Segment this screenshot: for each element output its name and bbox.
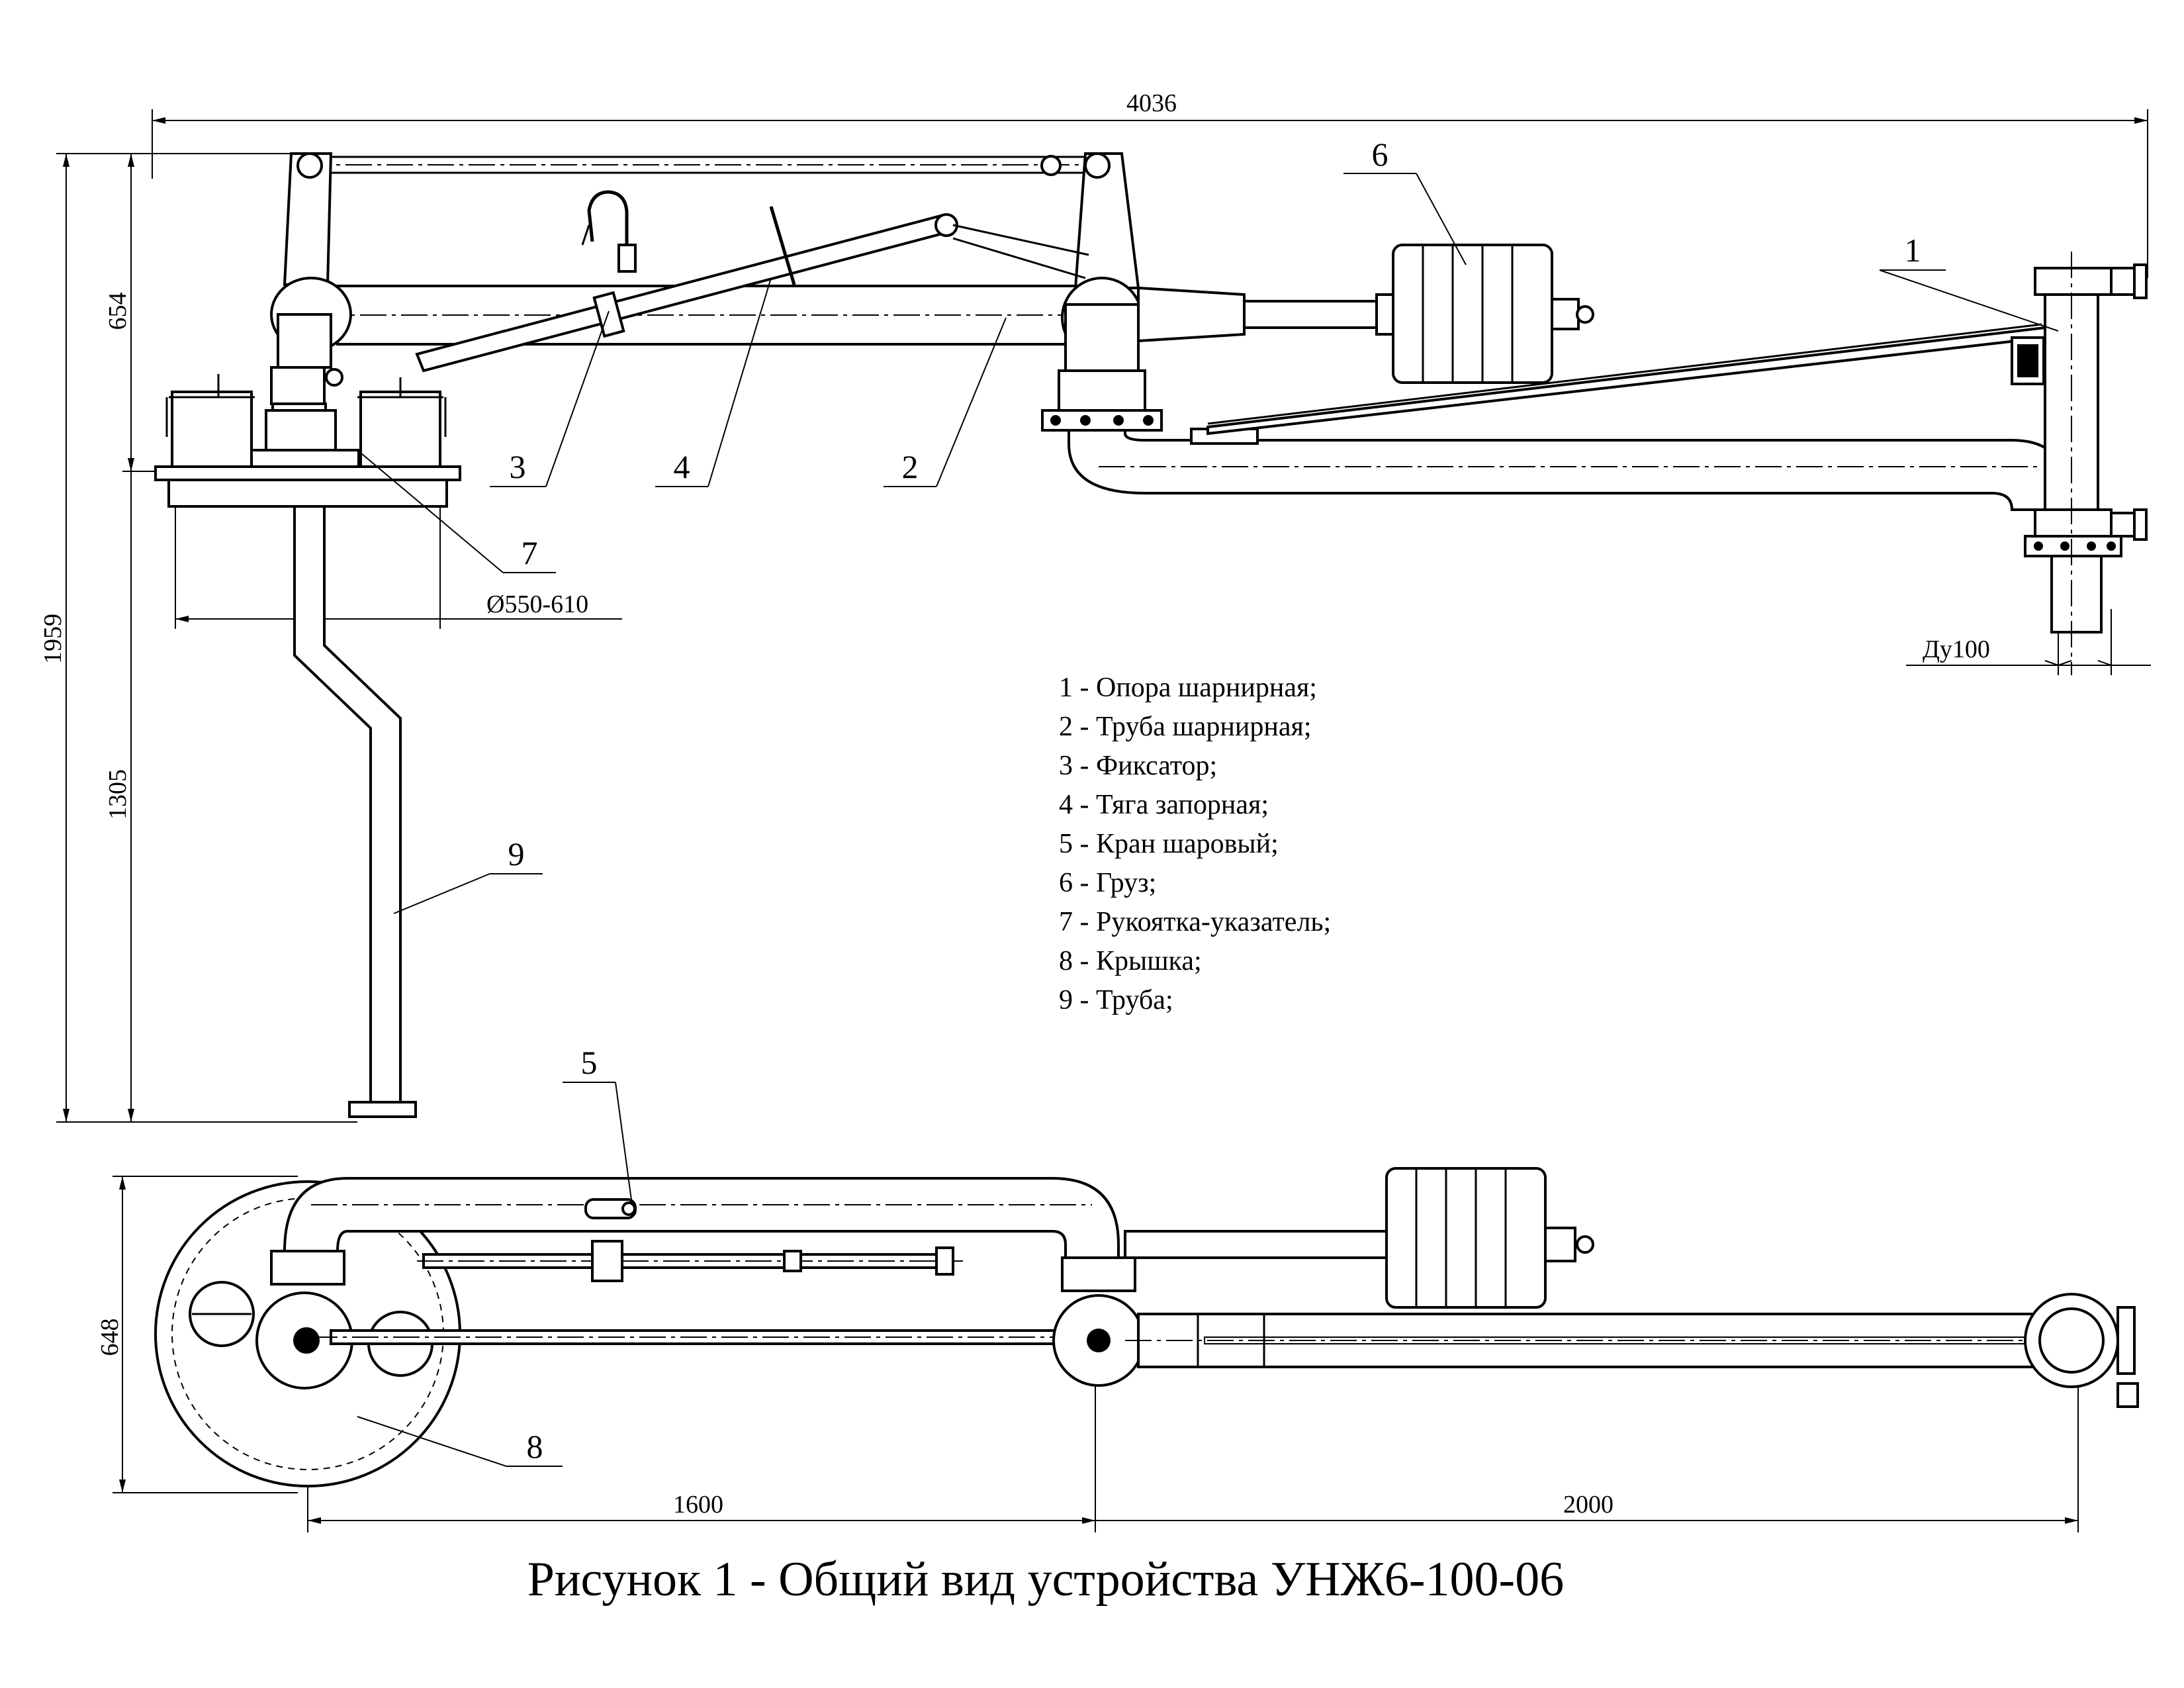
callout-8: 8 bbox=[527, 1428, 543, 1465]
legend-item: 9 - Труба; bbox=[1059, 985, 1173, 1015]
ball-valve-5 bbox=[584, 1198, 637, 1219]
dim-plan-span-left: 1600 bbox=[673, 1491, 723, 1519]
callout-5: 5 bbox=[581, 1044, 598, 1081]
hinged-support-1 bbox=[2011, 252, 2148, 675]
base-plate bbox=[154, 465, 461, 481]
legend-item: 1 - Опора шарнирная; bbox=[1059, 673, 1317, 703]
legend-item: 7 - Рукоятка-указатель; bbox=[1059, 907, 1331, 937]
hatch-left bbox=[165, 374, 255, 476]
legend-item: 3 - Фиксатор; bbox=[1059, 751, 1217, 781]
callout-6: 6 bbox=[1372, 136, 1388, 173]
callout-1: 1 bbox=[1905, 232, 1921, 269]
callout-7: 7 bbox=[522, 534, 538, 571]
callout-leaders bbox=[357, 173, 2059, 1467]
side-view bbox=[154, 152, 2148, 1118]
callout-4: 4 bbox=[674, 448, 690, 485]
dim-height-total: 1959 bbox=[39, 614, 67, 664]
dim-nominal-bore: Ду100 bbox=[1923, 635, 1990, 663]
callout-9: 9 bbox=[508, 835, 525, 872]
plan-view bbox=[154, 1167, 2139, 1487]
dim-overall-length: 4036 bbox=[1126, 89, 1177, 117]
counterweight-arm bbox=[1137, 286, 1246, 343]
parts-legend: 1 - Опора шарнирная; 2 - Труба шарнирная… bbox=[1059, 673, 1331, 1015]
right-elbow-upper bbox=[1058, 369, 1146, 412]
callout-numbers: 1 2 3 4 5 6 7 8 9 bbox=[508, 136, 1921, 1465]
figure-caption: Рисунок 1 - Общий вид устройства УНЖ6-10… bbox=[527, 1552, 1564, 1607]
callout-3: 3 bbox=[510, 448, 526, 485]
dim-height-upper: 654 bbox=[104, 293, 132, 330]
callout-2: 2 bbox=[902, 448, 919, 485]
dim-plan-span-right: 2000 bbox=[1563, 1491, 1614, 1519]
dim-plan-width: 648 bbox=[96, 1319, 124, 1356]
legend-item: 2 - Труба шарнирная; bbox=[1059, 712, 1312, 742]
legend-item: 6 - Груз; bbox=[1059, 868, 1156, 898]
counterweight-6 bbox=[1392, 244, 1594, 384]
legend-item: 5 - Кран шаровый; bbox=[1059, 829, 1279, 859]
counterweight-6-plan bbox=[1385, 1167, 1594, 1309]
legend-item: 8 - Крышка; bbox=[1059, 946, 1202, 976]
hook-handle bbox=[587, 190, 629, 265]
dim-height-lower: 1305 bbox=[104, 769, 132, 820]
dim-base-diameter: Ø550-610 bbox=[486, 590, 588, 618]
pipe-9 bbox=[293, 505, 402, 1103]
dimension-labels: 4036 1959 654 1305 Ø550-610 Ду100 648 16… bbox=[39, 89, 1990, 1519]
hatch-right bbox=[357, 377, 447, 476]
plan-upper-pipe bbox=[283, 1177, 1120, 1259]
legend-item: 4 - Тяга запорная; bbox=[1059, 790, 1269, 820]
